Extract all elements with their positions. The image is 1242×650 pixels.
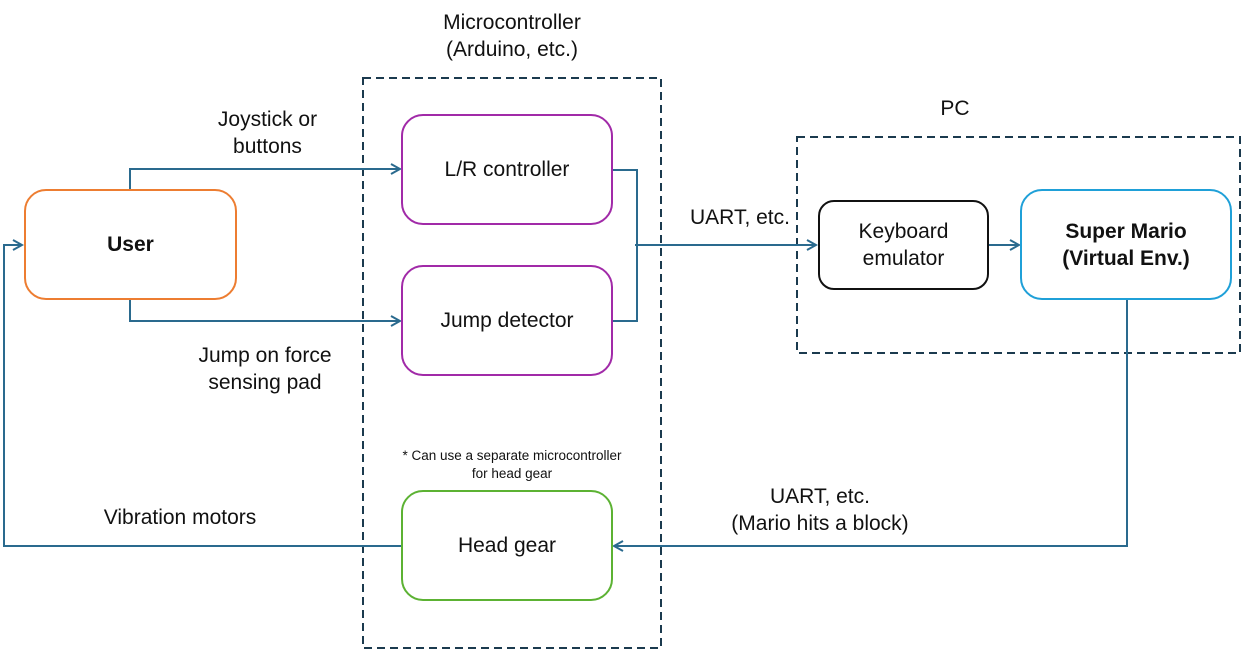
user-node-label: User [107, 233, 154, 256]
keyboard-emulator-node: Keyboard emulator [818, 200, 989, 290]
edge-head-gear-to-user [3, 245, 402, 547]
super-mario-label-line1: Super Mario [1065, 219, 1187, 243]
jump-pad-edge-label: Jump on force sensing pad [175, 342, 355, 396]
keyboard-emulator-label-line2: emulator [862, 247, 945, 270]
keyboard-emulator-label-line1: Keyboard [858, 220, 949, 243]
footnote-line1: * Can use a separate microcontroller [402, 448, 622, 463]
joystick-label-line1: Joystick or [217, 108, 318, 131]
joystick-label-line2: buttons [233, 135, 302, 158]
super-mario-node: Super Mario (Virtual Env.) [1020, 189, 1232, 300]
uart-back-label-line1: UART, etc. [770, 485, 870, 508]
joystick-edge-label: Joystick or buttons [180, 106, 355, 160]
lr-controller-node: L/R controller [401, 114, 613, 225]
footnote-line2: for head gear [471, 466, 553, 481]
edge-lr-controller-bracket [612, 169, 638, 322]
microcontroller-group-border [362, 77, 662, 649]
jump-detector-label: Jump detector [440, 309, 574, 332]
jump-pad-label-line2: sensing pad [208, 371, 322, 394]
edge-user-to-jump-detector [129, 299, 400, 321]
microcontroller-title-line1: Microcontroller [443, 11, 581, 34]
edge-mario-to-head-gear [614, 300, 1128, 546]
headgear-footnote: * Can use a separate microcontroller for… [366, 447, 658, 483]
microcontroller-group-title: Microcontroller (Arduino, etc.) [362, 9, 662, 63]
uart-back-label-line2: (Mario hits a block) [731, 512, 909, 535]
user-node: User [24, 189, 237, 300]
microcontroller-title-line2: (Arduino, etc.) [446, 38, 578, 61]
lr-controller-label: L/R controller [444, 158, 570, 181]
super-mario-label-line2: (Virtual Env.) [1062, 246, 1190, 270]
pc-group-title: PC [940, 97, 970, 120]
edge-user-to-lr-controller [129, 169, 400, 189]
head-gear-label: Head gear [457, 534, 557, 557]
vibration-edge-label: Vibration motors [103, 506, 257, 529]
uart-out-edge-label: UART, etc. [690, 206, 790, 229]
jump-pad-label-line1: Jump on force [198, 344, 332, 367]
head-gear-node: Head gear [401, 490, 613, 601]
jump-detector-node: Jump detector [401, 265, 613, 376]
uart-back-edge-label: UART, etc. (Mario hits a block) [680, 483, 960, 537]
